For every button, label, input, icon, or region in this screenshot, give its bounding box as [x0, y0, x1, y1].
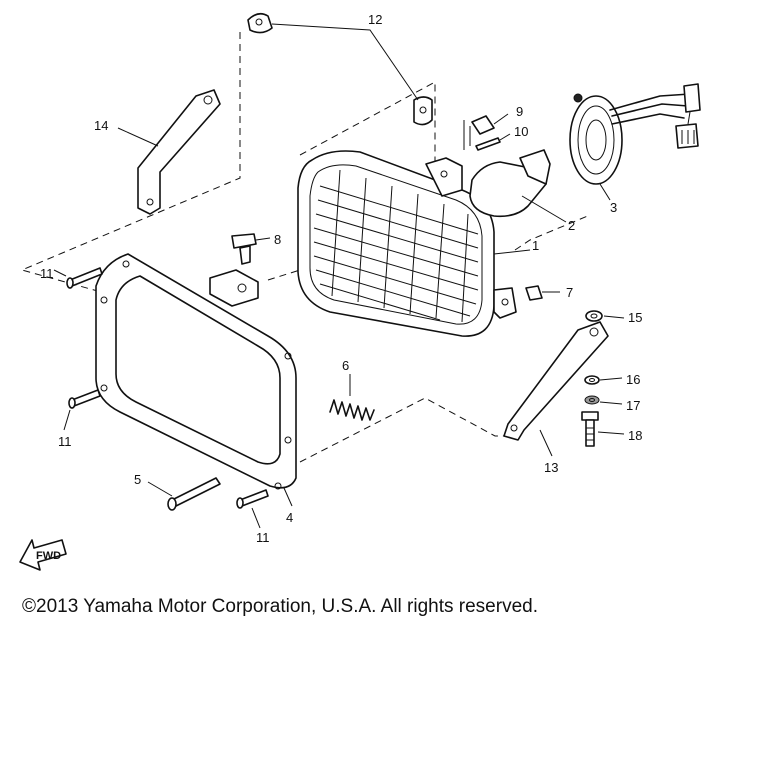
washer-part-15 — [585, 310, 625, 322]
callout-8: 8 — [274, 232, 281, 247]
screw-part-11-b — [63, 389, 101, 431]
callout-9: 9 — [516, 104, 523, 119]
lock-washer-part-17 — [584, 395, 623, 405]
callout-10: 10 — [514, 124, 528, 139]
long-screw-part-5 — [147, 477, 221, 511]
washer-part-16 — [584, 375, 623, 385]
stay-part-13 — [503, 321, 609, 457]
adjusting-screw-part-8 — [231, 233, 271, 265]
bracket-small — [209, 269, 259, 307]
clip-nut-part-12 — [247, 12, 433, 126]
callout-3: 3 — [610, 200, 617, 215]
fwd-label: FWD — [36, 550, 61, 562]
callout-11-lower: 11 — [58, 434, 72, 449]
callout-18: 18 — [628, 428, 642, 443]
callout-7: 7 — [566, 285, 573, 300]
fwd-arrow-icon: FWD — [19, 539, 67, 571]
callout-11-left: 11 — [40, 266, 54, 281]
callout-16: 16 — [626, 372, 640, 387]
copyright-notice: ©2013 Yamaha Motor Corporation, U.S.A. A… — [22, 596, 538, 617]
callout-2: 2 — [568, 218, 575, 233]
rim-part-4 — [95, 253, 297, 507]
callout-4: 4 — [286, 510, 293, 525]
callout-15: 15 — [628, 310, 642, 325]
callout-5: 5 — [134, 472, 141, 487]
clip-part-9 — [463, 113, 509, 150]
callout-17: 17 — [626, 398, 640, 413]
headlight-exploded-diagram: FWD 1 2 3 4 5 6 7 8 9 10 11 11 11 12 13 … — [19, 12, 701, 571]
callout-12: 12 — [368, 12, 382, 27]
callout-11-bottom: 11 — [256, 530, 270, 545]
screw-part-11-a — [53, 267, 103, 289]
bolt-part-18 — [581, 411, 625, 447]
screw-part-10 — [475, 133, 511, 151]
sealed-beam-unit-part-1 — [297, 150, 531, 337]
nut-part-7 — [525, 285, 560, 301]
callout-14: 14 — [94, 118, 108, 133]
callout-6: 6 — [342, 358, 349, 373]
stay-part-14 — [117, 89, 221, 215]
bulb-part-2 — [469, 149, 567, 223]
callout-1: 1 — [532, 238, 539, 253]
screw-part-11-c — [236, 489, 269, 529]
spring-part-6 — [329, 374, 375, 421]
callout-labels: 1 2 3 4 5 6 7 8 9 10 11 11 11 12 13 14 1… — [40, 12, 642, 545]
callout-13: 13 — [544, 460, 558, 475]
socket-part-3 — [569, 83, 701, 201]
